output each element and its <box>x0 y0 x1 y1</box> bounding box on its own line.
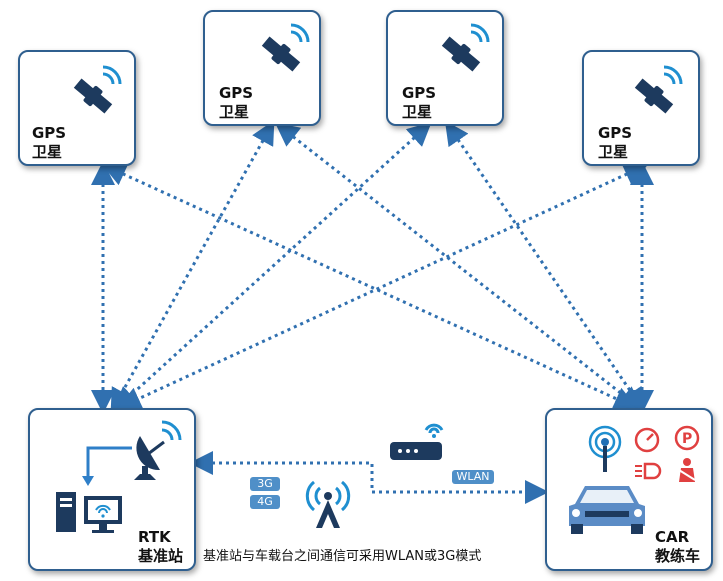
base-station-label-rtk: RTK <box>138 528 171 546</box>
satellite-icon <box>441 23 490 72</box>
car-box: P CAR 教练车 <box>545 408 713 571</box>
satellite-label-gps: GPS <box>32 124 67 142</box>
base-station-label-name: 基准站 <box>138 547 184 565</box>
base-equipment-icons <box>56 420 182 533</box>
satellite-label-gps: GPS <box>219 84 254 102</box>
satellite-label-sat: 卫星 <box>402 103 433 121</box>
link-sat1-car <box>101 163 639 410</box>
communication-caption: 基准站与车载台之间通信可采用WLAN或3G模式 <box>203 549 482 564</box>
satellite-label-sat: 卫星 <box>32 143 63 161</box>
satellite-icon <box>634 65 683 114</box>
link-sat4-base <box>116 163 649 410</box>
headlight-icon <box>635 462 662 480</box>
link-sat3-car <box>444 120 646 413</box>
link-sat2-car <box>274 122 644 411</box>
svg-text:P: P <box>682 431 692 447</box>
parking-brake-icon: P <box>674 425 700 451</box>
satellite-box-4: GPS 卫星 <box>582 50 700 166</box>
car-equipment-icons: P <box>569 425 700 534</box>
seatbelt-icon <box>678 458 696 482</box>
speedometer-icon <box>634 427 660 453</box>
3g-badge: 3G <box>250 477 280 491</box>
base-station-box: RTK 基准站 <box>28 408 196 571</box>
cell-tower-icon <box>305 480 351 528</box>
satellite-label-gps: GPS <box>402 84 437 102</box>
satellite-box-1: GPS 卫星 <box>18 50 136 166</box>
satellite-icon <box>261 23 310 72</box>
4g-badge: 4G <box>250 495 280 509</box>
satellite-icon <box>73 65 122 114</box>
computer-icon <box>56 492 122 533</box>
satellite-box-3: GPS 卫星 <box>386 10 504 126</box>
link-sat3-base <box>113 121 432 412</box>
wlan-badge: WLAN <box>452 470 494 484</box>
satellite-label-gps: GPS <box>598 124 633 142</box>
car-label-car: CAR <box>655 528 690 546</box>
satellite-label-sat: 卫星 <box>219 103 250 121</box>
link-base-car <box>189 451 549 504</box>
link-sat2-base <box>110 120 275 413</box>
router-icon <box>390 423 444 460</box>
car-label-name: 教练车 <box>655 547 701 565</box>
signal-antenna-icon <box>588 425 622 472</box>
car-icon <box>569 486 645 534</box>
satellite-label-sat: 卫星 <box>598 143 629 161</box>
satellite-box-2: GPS 卫星 <box>203 10 321 126</box>
dish-antenna-icon <box>134 420 182 480</box>
